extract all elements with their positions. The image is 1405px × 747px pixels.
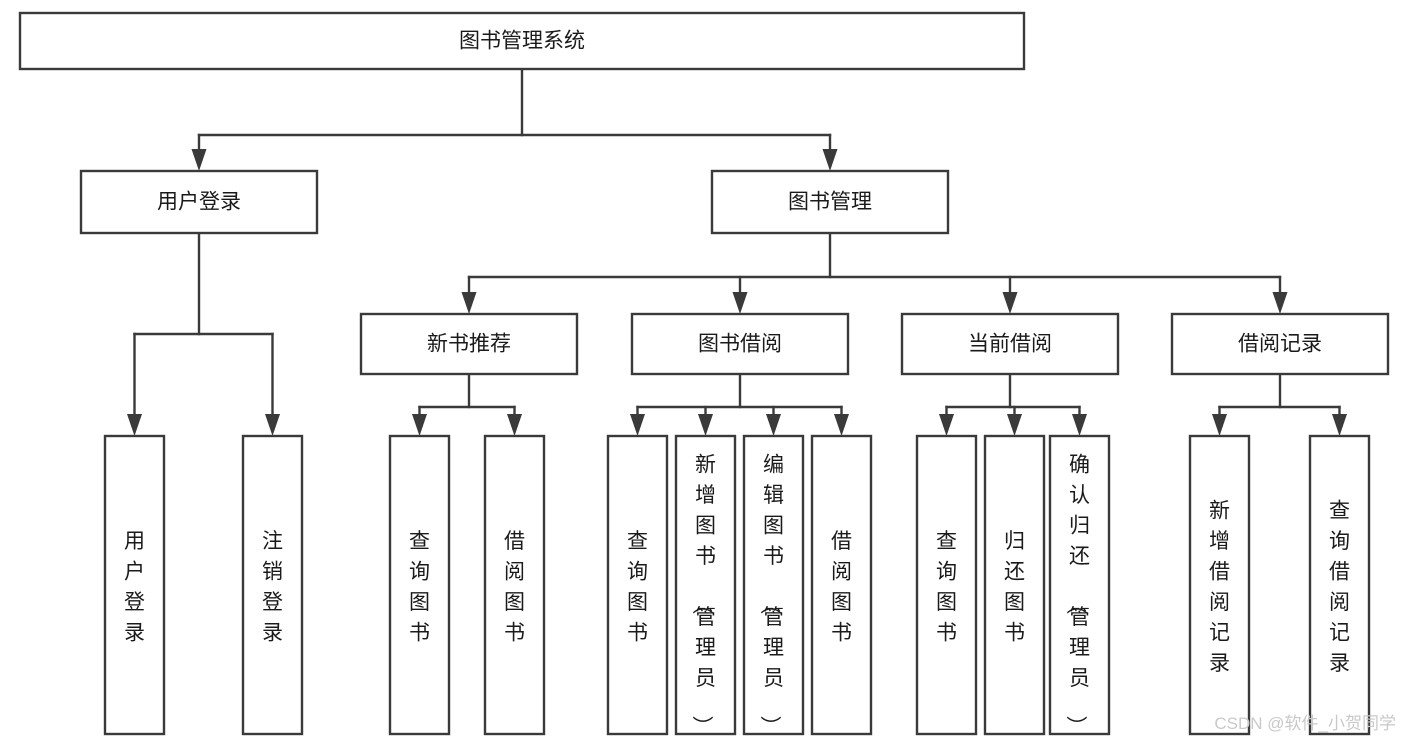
node-box-borrow-record[interactable] [1170, 312, 1390, 376]
node-label-leaf-return-book: 归还图书 [1004, 530, 1025, 645]
node-leaf-confirm-return[interactable]: 确认归还（管理员） [1048, 434, 1111, 737]
node-book-borrow[interactable]: 图书借阅 [630, 312, 850, 376]
node-leaf-user-logout[interactable]: 注销登录 [241, 434, 304, 736]
node-label-leaf-borrow-book-rec: 借阅图书 [504, 530, 525, 645]
connector-layer [127, 67, 1347, 436]
node-box-leaf-edit-book[interactable] [742, 434, 805, 736]
node-root[interactable]: 图书管理系统 [18, 11, 1026, 71]
node-label-leaf-edit-book: 编辑图书（管理员） [758, 454, 784, 737]
node-box-leaf-borrow-book-rec[interactable] [483, 434, 546, 736]
node-box-leaf-add-book[interactable] [674, 434, 737, 736]
connector-group-book-manage [461, 231, 1288, 314]
node-box-leaf-borrow-book[interactable] [810, 434, 873, 736]
node-leaf-edit-book[interactable]: 编辑图书（管理员） [742, 434, 805, 737]
node-box-new-book-recommend[interactable] [359, 312, 579, 376]
node-leaf-borrow-book-rec[interactable]: 借阅图书 [483, 434, 546, 736]
node-new-book-recommend[interactable]: 新书推荐 [359, 312, 579, 376]
node-current-borrow[interactable]: 当前借阅 [900, 312, 1120, 376]
node-box-leaf-confirm-return[interactable] [1048, 434, 1111, 736]
node-box-leaf-query-book-borrow[interactable] [606, 434, 669, 736]
node-leaf-query-book-rec[interactable]: 查询图书 [388, 434, 451, 736]
node-leaf-add-record[interactable]: 新增借阅记录 [1188, 434, 1251, 736]
node-label-leaf-query-book-cur: 查询图书 [936, 530, 957, 645]
node-label-book-manage: 图书管理 [788, 191, 872, 214]
node-label-leaf-add-book: 新增图书（管理员） [690, 454, 716, 737]
node-box-leaf-return-book[interactable] [983, 434, 1046, 736]
node-label-root: 图书管理系统 [459, 30, 585, 53]
node-label-leaf-borrow-book: 借阅图书 [831, 530, 852, 645]
node-box-leaf-add-record[interactable] [1188, 434, 1251, 736]
connector-group-book-borrow [630, 372, 849, 436]
node-box-current-borrow[interactable] [900, 312, 1120, 376]
node-box-book-manage[interactable] [710, 169, 950, 235]
node-borrow-record[interactable]: 借阅记录 [1170, 312, 1390, 376]
node-leaf-query-book-cur[interactable]: 查询图书 [915, 434, 978, 736]
node-label-leaf-query-book-borrow: 查询图书 [627, 530, 648, 645]
node-box-leaf-query-record[interactable] [1308, 434, 1371, 736]
node-box-user-login[interactable] [79, 169, 319, 235]
node-leaf-user-login[interactable]: 用户登录 [103, 434, 166, 736]
node-leaf-add-book[interactable]: 新增图书（管理员） [674, 434, 737, 737]
node-box-root[interactable] [18, 11, 1026, 71]
node-leaf-query-record[interactable]: 查询借阅记录 [1308, 434, 1371, 736]
node-box-leaf-query-book-cur[interactable] [915, 434, 978, 736]
node-label-current-borrow: 当前借阅 [968, 333, 1052, 356]
node-label-user-login: 用户登录 [157, 191, 241, 214]
node-leaf-return-book[interactable]: 归还图书 [983, 434, 1046, 736]
connector-group-user-login [127, 231, 280, 436]
node-label-leaf-confirm-return: 确认归还（管理员） [1064, 454, 1090, 737]
node-label-leaf-user-logout: 注销登录 [262, 530, 283, 645]
node-box-leaf-user-logout[interactable] [241, 434, 304, 736]
node-label-leaf-user-login: 用户登录 [124, 530, 145, 645]
node-layer: 图书管理系统用户登录图书管理新书推荐图书借阅当前借阅借阅记录用户登录注销登录查询… [18, 11, 1390, 737]
node-label-book-borrow: 图书借阅 [698, 333, 782, 356]
node-label-leaf-query-record: 查询借阅记录 [1329, 499, 1350, 675]
connector-group-root [191, 67, 838, 171]
connector-group-current-borrow [939, 372, 1087, 436]
node-label-leaf-query-book-rec: 查询图书 [409, 530, 430, 645]
node-label-borrow-record: 借阅记录 [1238, 333, 1322, 356]
connector-group-new-book-recommend [412, 372, 522, 436]
node-label-new-book-recommend: 新书推荐 [427, 333, 511, 356]
node-box-book-borrow[interactable] [630, 312, 850, 376]
node-user-login[interactable]: 用户登录 [79, 169, 319, 235]
node-box-leaf-query-book-rec[interactable] [388, 434, 451, 736]
node-leaf-borrow-book[interactable]: 借阅图书 [810, 434, 873, 736]
node-label-leaf-add-record: 新增借阅记录 [1209, 499, 1230, 675]
connector-group-borrow-record [1212, 372, 1347, 436]
node-book-manage[interactable]: 图书管理 [710, 169, 950, 235]
node-leaf-query-book-borrow[interactable]: 查询图书 [606, 434, 669, 736]
csdn-watermark: CSDN @软件_小贺同学 [1214, 714, 1396, 733]
node-box-leaf-user-login[interactable] [103, 434, 166, 736]
